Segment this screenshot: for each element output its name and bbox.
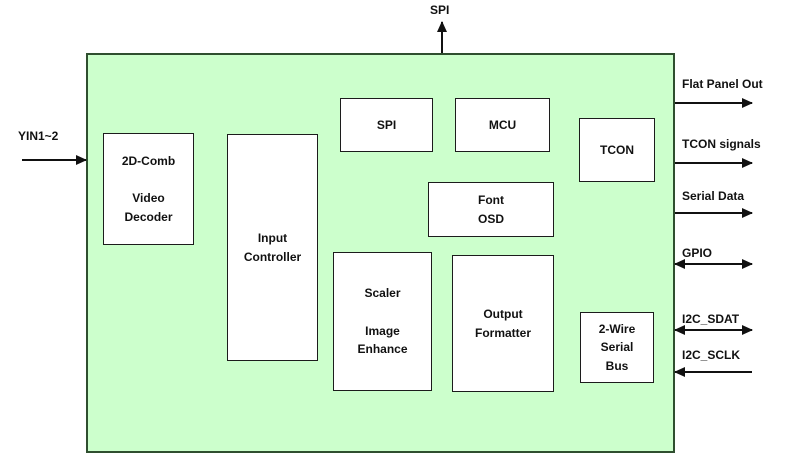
signal-arrow-i2c-sclk [674,367,752,377]
signal-label-i2c-sdat: I2C_SDAT [682,312,740,326]
block-mcu-label: MCU [488,117,517,132]
block-output-formatter-label: Output Formatter [474,306,531,340]
arrowhead-left-icon [674,259,685,269]
block-input-controller: Input Controller [227,134,318,361]
signal-arrow-tcon-signals [675,158,753,168]
arrowhead-left-icon [674,325,685,335]
signal-arrow-i2c-sdat [674,325,753,335]
block-video-decoder-label: 2D-Comb Video Decoder [121,153,176,224]
block-font-osd-label: Font OSD [477,192,504,226]
block-two-wire-serial-bus-label: 2-Wire Serial Bus [598,321,636,373]
arrowhead-up-icon [437,21,447,32]
block-tcon: TCON [579,118,655,182]
signal-label-flat-panel-out: Flat Panel Out [682,77,763,91]
arrow-line [441,22,443,53]
block-output-formatter: Output Formatter [452,255,554,392]
block-spi-label: SPI [376,117,397,132]
arrowhead-right-icon [742,259,753,269]
signal-arrow-spi-top [437,21,447,53]
block-font-osd: Font OSD [428,182,554,237]
block-input-controller-label: Input Controller [243,230,302,264]
signal-arrow-flat-panel-out [675,98,753,108]
arrowhead-right-icon [742,208,753,218]
block-video-decoder: 2D-Comb Video Decoder [103,133,194,245]
block-two-wire-serial-bus: 2-Wire Serial Bus [580,312,654,383]
block-tcon-label: TCON [600,142,634,157]
block-scaler: Scaler Image Enhance [333,252,432,391]
block-mcu: MCU [455,98,550,152]
signal-arrow-serial-data [675,208,753,218]
signal-label-i2c-sclk: I2C_SCLK [682,348,741,362]
signal-label-tcon-signals: TCON signals [682,137,761,151]
signal-label-gpio: GPIO [682,246,713,260]
signal-label-spi-top: SPI [430,3,450,17]
arrow-line [675,371,752,373]
signal-label-yin: YIN1~2 [18,129,59,143]
signal-label-serial-data: Serial Data [682,189,745,203]
arrow-line [675,263,752,265]
block-spi: SPI [340,98,433,152]
arrowhead-left-icon [674,367,685,377]
arrow-line [675,102,752,104]
arrowhead-right-icon [742,325,753,335]
arrow-line [675,212,752,214]
signal-arrow-yin [22,155,87,165]
arrow-line [22,159,86,161]
arrowhead-right-icon [742,98,753,108]
arrowhead-right-icon [742,158,753,168]
arrow-line [675,329,752,331]
signal-arrow-gpio [674,259,753,269]
block-scaler-label: Scaler Image Enhance [357,286,408,357]
arrowhead-right-icon [76,155,87,165]
arrow-line [675,162,752,164]
